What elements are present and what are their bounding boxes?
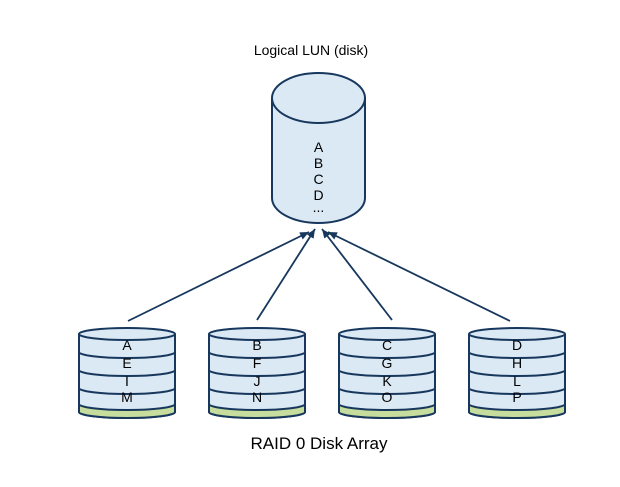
disk-cylinder-4: D H L P <box>468 327 566 419</box>
disk-cylinder-2: B F J N <box>208 327 306 419</box>
disk-platter-rim <box>78 387 176 395</box>
disk-platter-rim <box>208 351 306 359</box>
disk-block: J <box>254 373 261 389</box>
disk-spare-band <box>338 403 436 419</box>
disk-block: N <box>252 389 262 405</box>
disk-platter-rim <box>468 369 566 377</box>
disk-block: O <box>382 389 393 405</box>
lun-body <box>271 72 366 224</box>
lun-block: A <box>314 139 324 155</box>
lun-block: C <box>313 171 323 187</box>
disk-platter-rim <box>208 387 306 395</box>
disk-block: F <box>253 355 262 371</box>
disk-block: M <box>121 389 133 405</box>
disk-block: A <box>122 337 132 353</box>
lun-block-ellipsis: ... <box>313 199 325 215</box>
disk-spare-band <box>208 403 306 419</box>
disk-block: K <box>382 373 392 389</box>
connector-disk3-to-lun <box>321 228 393 321</box>
disk-platter-rim <box>468 387 566 395</box>
disk-block: I <box>125 373 129 389</box>
disk-block: C <box>382 337 392 353</box>
disk-spare-band <box>78 403 176 419</box>
disk-platter-rim <box>468 351 566 359</box>
disk-platter-rim <box>338 387 436 395</box>
disk-platter-rim <box>338 351 436 359</box>
disk-platter-rim <box>78 369 176 377</box>
disk-block: P <box>512 389 521 405</box>
disk-block: H <box>512 355 522 371</box>
disk-block: D <box>512 337 522 353</box>
disk-platter-rim <box>78 333 176 341</box>
disk-block: L <box>513 373 521 389</box>
disk-block: G <box>382 355 393 371</box>
disk-spare-band <box>468 403 566 419</box>
lun-block: B <box>314 155 323 171</box>
lun-title: Logical LUN (disk) <box>254 42 368 58</box>
connector-disk4-to-lun <box>327 231 511 322</box>
disk-block: B <box>252 337 261 353</box>
disk-platter-rim <box>338 369 436 377</box>
disk-platter-rim <box>338 333 436 341</box>
diagram-caption: RAID 0 Disk Array <box>251 434 388 453</box>
lun-cylinder: A B C D ... <box>271 72 366 224</box>
disk-cylinder-3: C G K O <box>338 327 436 419</box>
disk-cylinder-1: A E I M <box>78 327 176 419</box>
disk-block: E <box>122 355 131 371</box>
lun-block: D <box>313 187 323 203</box>
disk-platter-rim <box>78 351 176 359</box>
stripe-connectors <box>127 228 511 322</box>
disk-platter-rim <box>208 333 306 341</box>
disk-platter-rim <box>208 369 306 377</box>
lun-top-rim <box>271 97 366 124</box>
connector-disk2-to-lun <box>256 228 316 321</box>
connector-disk1-to-lun <box>127 231 310 322</box>
disk-platter-rim <box>468 333 566 341</box>
